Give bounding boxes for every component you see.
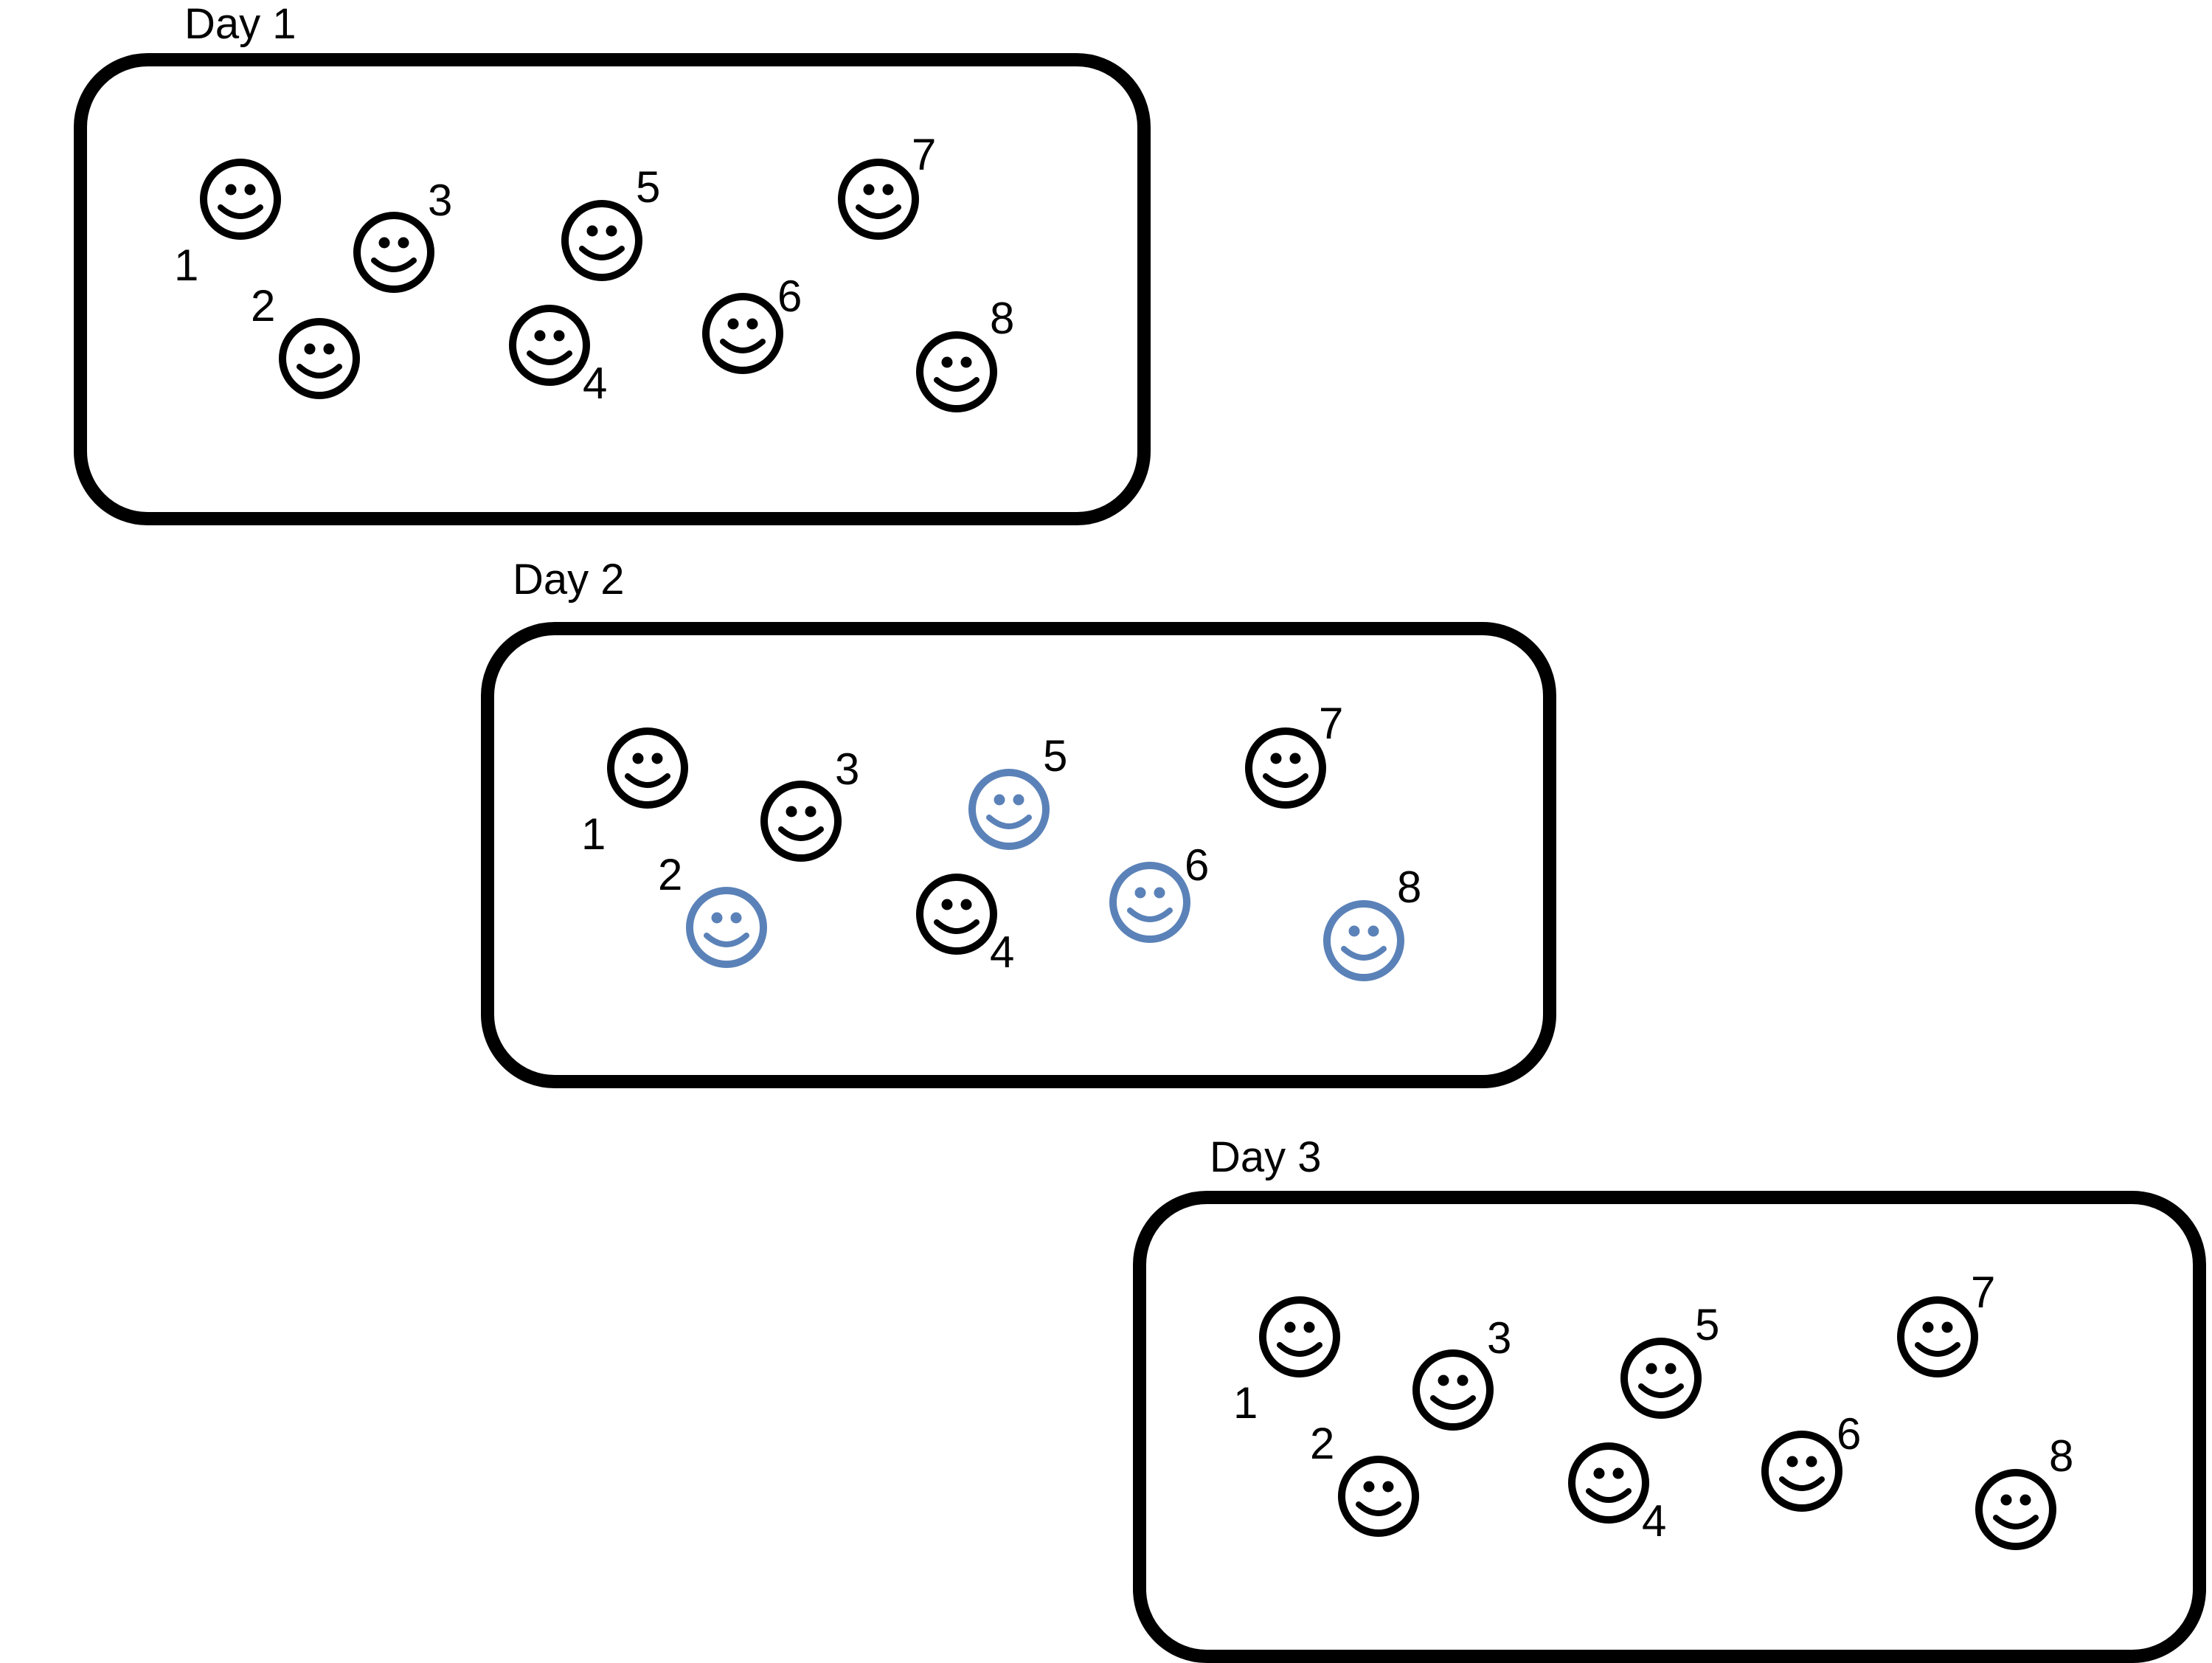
- smiley-face-icon: [198, 157, 282, 241]
- person-number-label: 6: [777, 272, 802, 321]
- person-number-label: 8: [1397, 862, 1422, 912]
- smiley-face-icon: [915, 872, 999, 956]
- person-number-label: 1: [1233, 1378, 1258, 1428]
- smiley-face-icon: [1567, 1441, 1651, 1525]
- smiley-face-icon: [915, 330, 999, 414]
- person-number-label: 3: [1487, 1313, 1512, 1363]
- person-number-label: 8: [990, 294, 1015, 343]
- person-number-label: 7: [1319, 699, 1344, 748]
- smiley-face-icon: [560, 198, 644, 283]
- person-number-label: 4: [583, 359, 608, 408]
- smiley-face-icon: [352, 210, 436, 294]
- smiley-face-icon: [606, 726, 690, 810]
- day-3-panel: [1133, 1191, 2206, 1663]
- person-number-label: 4: [1642, 1496, 1667, 1546]
- person-number-label: 5: [1695, 1300, 1720, 1349]
- person-number-label: 3: [835, 744, 860, 794]
- person-number-label: 2: [251, 281, 276, 331]
- day-1-panel: [74, 53, 1151, 525]
- person-number-label: 7: [912, 130, 937, 179]
- person-number-label: 6: [1185, 840, 1210, 890]
- smiley-face-icon: [701, 291, 785, 376]
- person-number-label: 3: [428, 176, 453, 225]
- smiley-face-icon: [1619, 1336, 1703, 1420]
- person-number-label: 5: [1043, 731, 1068, 781]
- smiley-face-icon: [1258, 1295, 1342, 1379]
- person-number-label: 7: [1971, 1268, 1996, 1317]
- person-number-label: 1: [581, 809, 606, 859]
- person-number-label: 6: [1837, 1409, 1862, 1459]
- smiley-face-icon: [1974, 1467, 2058, 1552]
- day-3-label: Day 3: [1210, 1133, 1322, 1181]
- day-2-panel: [481, 622, 1556, 1088]
- smiley-face-icon: [684, 885, 769, 969]
- person-number-label: 1: [174, 241, 199, 290]
- person-number-label: 5: [636, 162, 661, 212]
- smiley-face-icon: [1760, 1429, 1844, 1513]
- smiley-face-icon: [1244, 726, 1328, 810]
- smiley-face-icon: [1411, 1348, 1495, 1432]
- smiley-face-icon: [759, 779, 843, 863]
- smiley-face-icon: [1108, 860, 1192, 944]
- day-1-label: Day 1: [184, 0, 297, 48]
- person-number-label: 8: [2049, 1431, 2074, 1481]
- day-2-label: Day 2: [513, 556, 625, 604]
- smiley-face-icon: [1322, 899, 1406, 983]
- person-number-label: 2: [658, 850, 683, 899]
- smiley-face-icon: [507, 303, 592, 387]
- person-number-label: 4: [990, 927, 1015, 977]
- person-number-label: 2: [1310, 1419, 1335, 1468]
- smiley-face-icon: [277, 317, 361, 401]
- smiley-face-icon: [1336, 1454, 1421, 1538]
- smiley-face-icon: [836, 157, 920, 241]
- smiley-face-icon: [1896, 1295, 1980, 1379]
- smiley-face-icon: [967, 767, 1051, 851]
